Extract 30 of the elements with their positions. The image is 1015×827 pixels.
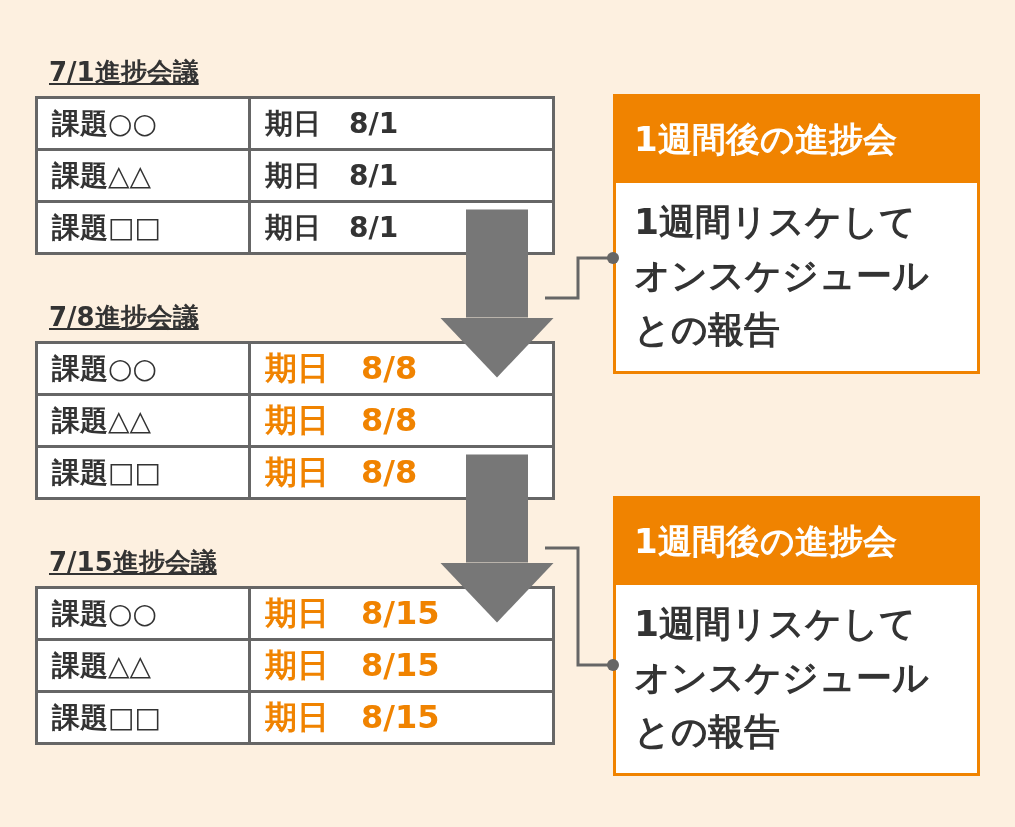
table-cell: 期日 8/8 [249, 446, 554, 499]
table-cell: 期日 8/8 [249, 394, 554, 447]
table-cell: 期日 8/8 [249, 342, 554, 395]
callout-box [613, 94, 980, 374]
table-cell: 期日 8/15 [249, 691, 554, 744]
leader-line [545, 546, 619, 671]
table-cell: 期日 8/1 [249, 201, 554, 254]
callout-header: 1週間後の進捗会 [616, 97, 977, 183]
table-cell: 課題□□ [36, 446, 250, 499]
table-title: 7/1進捗会議 [49, 56, 199, 89]
leader-line [545, 252, 619, 300]
table-cell: 課題○○ [36, 587, 250, 640]
callout-text: 1週間リスケしてオンスケジュールとの報告 [633, 602, 930, 754]
table-cell: 課題△△ [36, 394, 250, 447]
arrow [440, 209, 554, 378]
table-cell: 期日 8/15 [249, 639, 554, 692]
callout-text: 1週間リスケしてオンスケジュールとの報告 [633, 200, 930, 352]
table-cell: 課題□□ [36, 201, 250, 254]
table-cell: 期日 8/15 [249, 587, 554, 640]
table-cell: 課題△△ [36, 149, 250, 202]
table-cell: 期日 8/1 [249, 149, 554, 202]
table-cell: 課題○○ [36, 97, 250, 150]
table-title: 7/8進捗会議 [49, 301, 199, 334]
table-cell: 課題○○ [36, 342, 250, 395]
table-title: 7/15進捗会議 [49, 546, 217, 579]
table-cell: 課題△△ [36, 639, 250, 692]
callout-box [613, 496, 980, 776]
table-cell: 期日 8/1 [249, 97, 554, 150]
table-cell: 課題□□ [36, 691, 250, 744]
callout-header: 1週間後の進捗会 [616, 499, 977, 585]
